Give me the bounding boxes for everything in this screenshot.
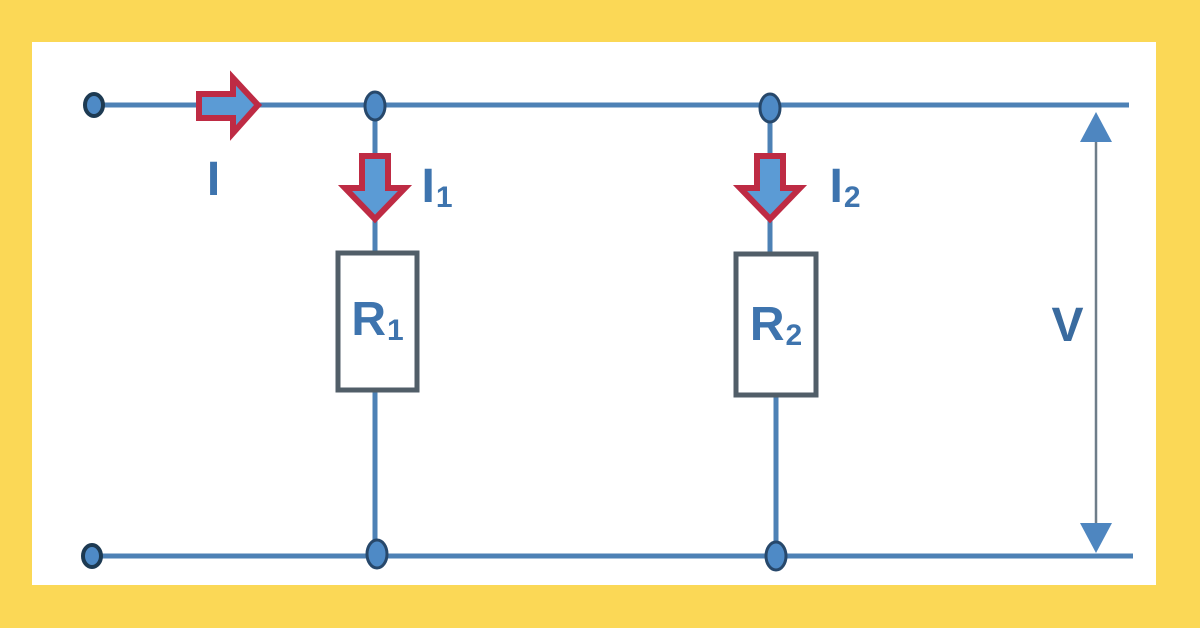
- label-resistor-r2-sub: 2: [785, 319, 803, 352]
- voltage-arrowhead-up-icon: [1080, 112, 1112, 142]
- voltage-arrowhead-down-icon: [1080, 523, 1112, 553]
- label-current-i-base: I: [206, 153, 221, 206]
- label-current-i: I: [194, 154, 234, 206]
- current-arrow-down-i2-icon: [732, 153, 808, 224]
- junction-node-r2-top: [758, 92, 782, 124]
- label-voltage-v: V: [1044, 300, 1092, 352]
- label-resistor-r1-base: R: [351, 293, 386, 346]
- current-arrow-right-icon: [196, 70, 263, 141]
- junction-node-r1-bottom: [365, 538, 389, 570]
- resistor-r1-box: [335, 250, 420, 393]
- terminal-bottom-left: [81, 543, 103, 569]
- label-current-i1-sub: 1: [435, 181, 453, 214]
- circuit-drawing: [81, 70, 1133, 572]
- junction-node-r2-bottom: [764, 540, 788, 572]
- label-resistor-r1-sub: 1: [386, 314, 404, 347]
- resistor-r2-box: [733, 251, 819, 398]
- label-resistor-r2-base: R: [749, 298, 785, 351]
- label-voltage-v-base: V: [1051, 299, 1084, 352]
- terminal-top-left: [83, 92, 105, 118]
- label-current-i2-sub: 2: [843, 181, 861, 214]
- label-current-i1-base: I: [421, 160, 435, 213]
- junction-node-r1-top: [363, 90, 387, 122]
- current-arrow-down-i1-icon: [337, 153, 413, 224]
- label-current-i2-base: I: [829, 160, 843, 213]
